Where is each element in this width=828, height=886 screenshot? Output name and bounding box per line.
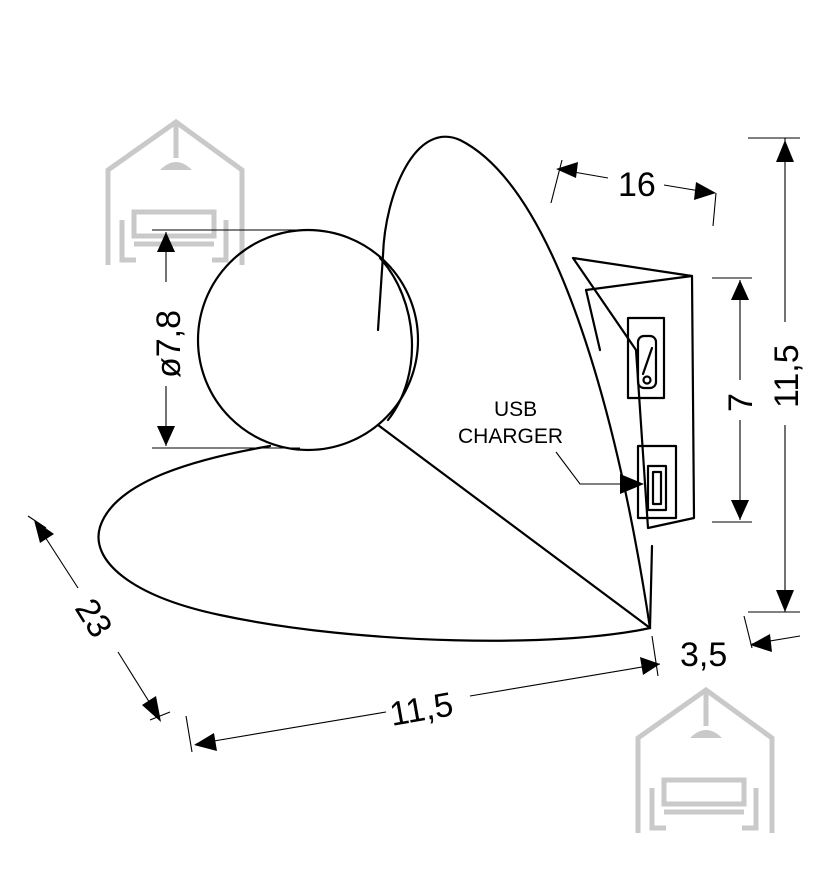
shade-upper	[376, 135, 652, 630]
callout-label-line2: CHARGER	[458, 425, 563, 448]
dimension-box-offset: 3,5	[680, 615, 801, 674]
dimension-label-shade-height: 11,5	[768, 344, 806, 408]
dimension-label-ball-diameter: ø7,8	[150, 310, 188, 378]
shade-stem	[648, 544, 654, 630]
dimension-label-box-height: 7	[722, 393, 760, 412]
dimension-depth-top: 16	[550, 159, 717, 227]
dimension-label-base-width: 11,5	[387, 685, 456, 733]
wall-box	[571, 256, 696, 530]
dimension-label-depth-top: 16	[618, 166, 656, 204]
shade-lower	[97, 444, 652, 642]
callout-label-line1: USB	[494, 398, 537, 421]
house-with-sofa-and-lamp-icon	[635, 686, 775, 833]
ball-light	[196, 228, 420, 452]
dimension-box-height: 7	[712, 277, 760, 523]
usb-charger-callout: USB CHARGER	[458, 398, 644, 494]
dimension-label-shade-depth: 23	[67, 592, 119, 644]
dimension-label-box-offset: 3,5	[680, 636, 727, 674]
dimension-shade-height: 11,5	[748, 137, 806, 613]
shade-fold-line	[376, 423, 652, 630]
dimension-ball-diameter: ø7,8	[150, 229, 310, 449]
house-with-sofa-and-lamp-icon	[105, 118, 245, 265]
dimension-base-width: 11,5	[185, 635, 661, 753]
rocker-switch	[626, 316, 666, 400]
